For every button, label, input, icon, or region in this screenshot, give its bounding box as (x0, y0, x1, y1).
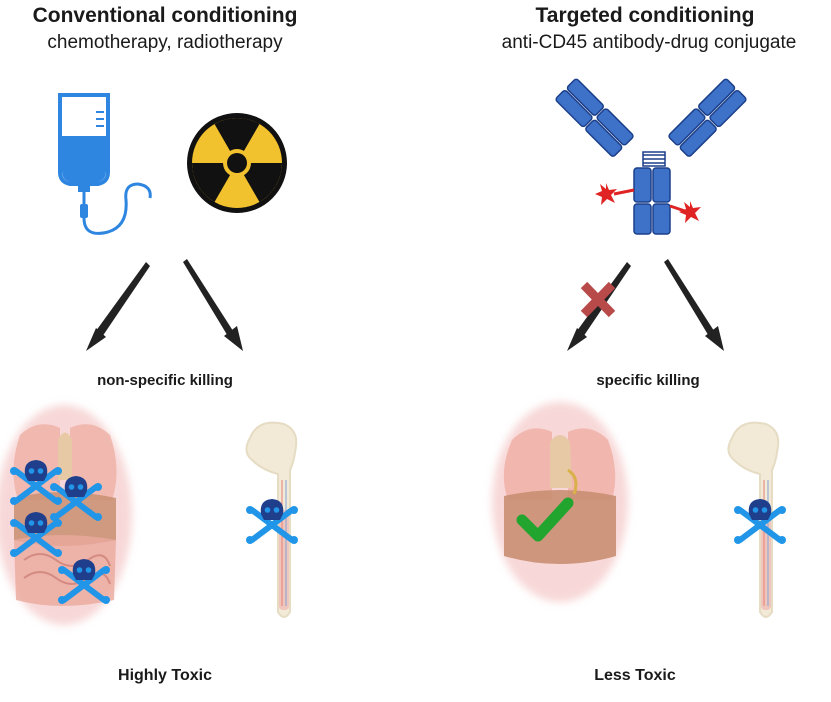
right-outcome-label: Less Toxic (594, 667, 676, 684)
organs-icon-left (0, 405, 132, 625)
left-title: Conventional conditioning (32, 4, 298, 27)
organs-icon-right (492, 402, 628, 602)
iv-bag-icon (58, 93, 152, 235)
arrows (86, 259, 724, 351)
check-icon (516, 497, 574, 542)
right-subtitle: anti-CD45 antibody-drug conjugate (501, 32, 797, 53)
left-subtitle: chemotherapy, radiotherapy (47, 32, 283, 53)
x-mark-icon (580, 281, 616, 318)
right-mechanism-label: specific killing (596, 372, 700, 389)
radiation-icon (187, 113, 287, 213)
payload-star-right (679, 201, 701, 223)
left-outcome-label: Highly Toxic (118, 667, 212, 684)
left-mechanism-label: non-specific killing (97, 372, 233, 389)
right-title: Targeted conditioning (535, 4, 755, 27)
payload-star-left (595, 183, 617, 205)
antibody-drug-conjugate-icon (555, 78, 747, 235)
